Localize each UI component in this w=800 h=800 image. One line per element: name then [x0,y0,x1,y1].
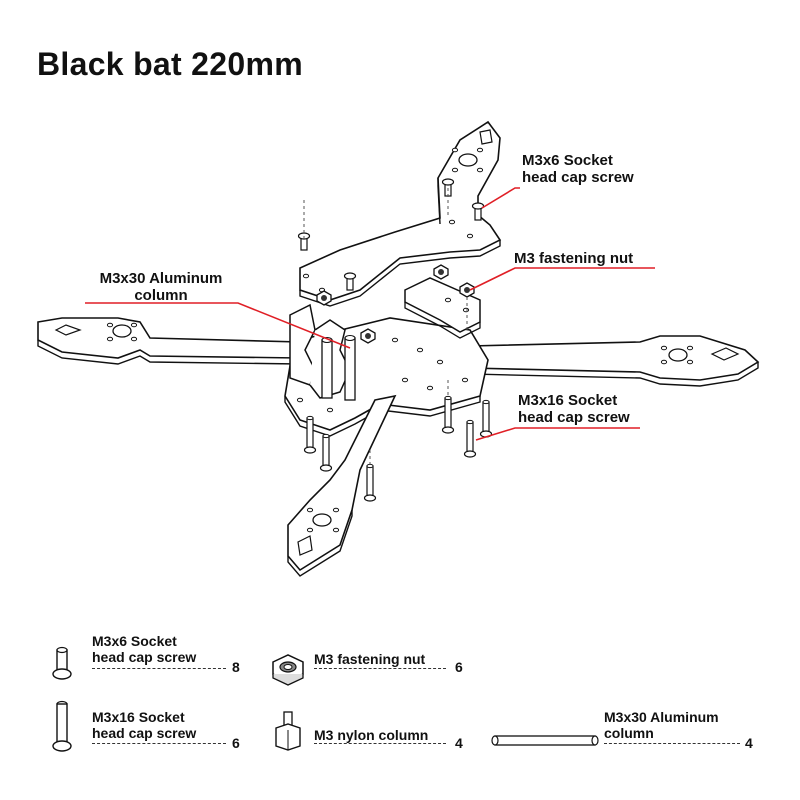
legend-label-nut: M3 fastening nut [314,651,426,667]
callout-m3x16-screw: M3x16 Socket head cap screw [518,392,630,426]
legend-dash [92,743,226,744]
bottom-plate-right-arm [469,335,760,387]
legend-qty-m3x30: 4 [745,735,753,751]
legend-label-m3x16: M3x16 Socket head cap screw [92,709,197,741]
legend-dash [314,668,446,669]
aluminum-column-icon [491,735,599,746]
top-plate [299,120,502,307]
legend-qty-nylon: 4 [455,735,463,751]
page-title: Black bat 220mm [37,46,303,82]
legend-qty-m3x16: 6 [232,735,240,751]
fastening-nuts [316,264,475,344]
side-plate-right [404,277,481,339]
legend-dash [314,743,446,744]
aluminum-columns [321,334,356,401]
legend-label-nylon: M3 nylon column [314,727,429,743]
legend-qty-m3x6: 8 [232,659,240,675]
bottom-plate-bottom-arm [287,394,397,577]
legend-label-m3x30: M3x30 Aluminum column [604,709,719,741]
long-screw-icon [52,700,72,752]
nylon-standoff-icon [275,711,301,751]
hex-nut-icon [272,654,304,686]
callout-m3x30-column: M3x30 Aluminum column [99,270,223,304]
legend-label-m3x6: M3x6 Socket head cap screw [92,633,197,665]
bottom-plate-left-arm [37,317,301,365]
callout-m3-nut: M3 fastening nut [514,250,634,267]
dashed-guides [303,188,468,466]
short-screw-icon [52,646,72,680]
legend-dash [604,743,740,744]
leader-lines [85,187,655,441]
legend-qty-nut: 6 [455,659,463,675]
legend-dash [92,668,226,669]
callout-m3x6-screw: M3x6 Socket head cap screw [522,152,634,186]
